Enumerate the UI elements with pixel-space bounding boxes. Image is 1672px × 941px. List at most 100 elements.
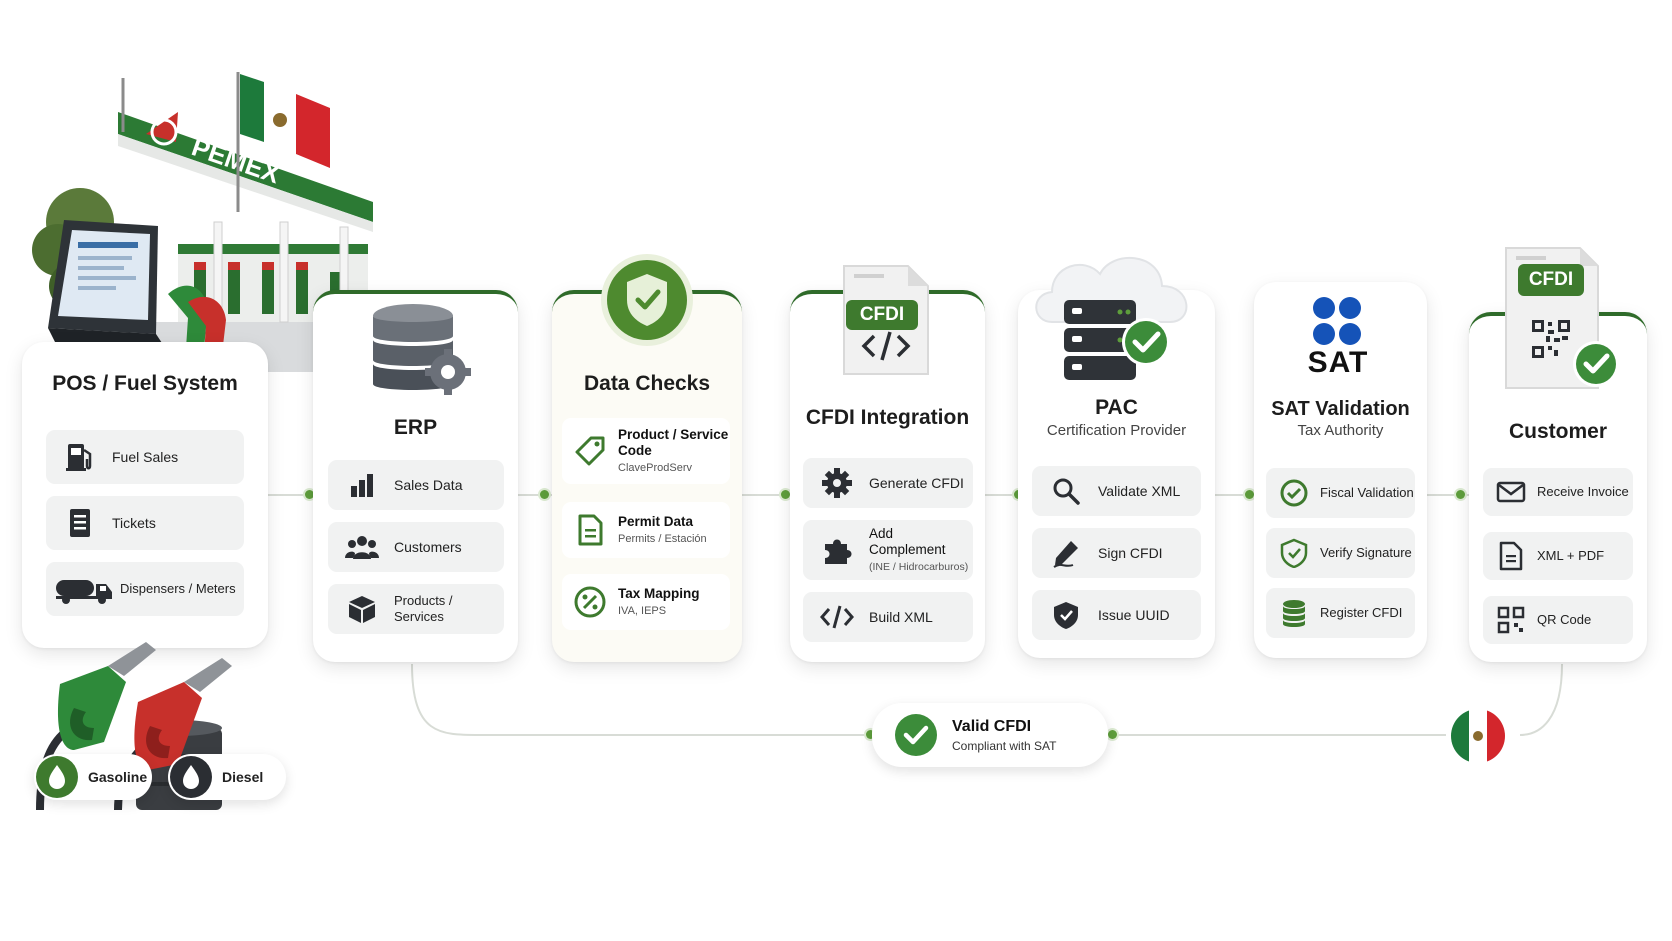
file-icon xyxy=(1491,536,1531,576)
cfdi-title: CFDI Integration xyxy=(805,406,970,429)
percent-icon xyxy=(570,582,610,622)
pac-item-label: Issue UUID xyxy=(1098,607,1170,623)
fuel-nozzles-illustration xyxy=(36,642,232,811)
sat-item-label: Verify Signature xyxy=(1320,545,1412,560)
erp-item-label: Sales Data xyxy=(394,477,463,493)
connector-dot xyxy=(305,490,314,499)
shield-check-badge-icon xyxy=(601,254,693,346)
customer-item-receive-invoice[interactable]: Receive Invoice xyxy=(1483,468,1633,516)
customer-cfdi-badge: CFDI xyxy=(1518,264,1584,296)
shield-check-icon xyxy=(1274,533,1314,573)
erp-item-customers[interactable]: Customers xyxy=(328,522,504,572)
pac-item-label: Validate XML xyxy=(1098,483,1181,499)
data-checks-title: Data Checks xyxy=(583,372,711,395)
cfdi-document-icon: CFDI xyxy=(838,262,932,378)
connector-dot xyxy=(1245,490,1254,499)
pac-item-sign-cfdi[interactable]: Sign CFDI xyxy=(1032,528,1201,578)
cfdi-item-build-xml[interactable]: Build XML xyxy=(803,592,973,642)
checks-item-label: Product / Service Code xyxy=(618,426,729,458)
puzzle-icon xyxy=(817,530,857,570)
tanker-truck-icon xyxy=(52,569,116,609)
checks-item-sub: IVA, IEPS xyxy=(618,604,667,617)
connector-dot xyxy=(781,490,790,499)
pos-item-label: Dispensers / Meters xyxy=(120,581,236,596)
sat-item-fiscal-validation[interactable]: Fiscal Validation xyxy=(1266,468,1415,518)
checks-item-permit-data[interactable]: Permit Data Permits / Estación xyxy=(562,502,730,558)
checks-item-tax-mapping[interactable]: Tax Mapping IVA, IEPS xyxy=(562,574,730,630)
pac-card: PAC Certification Provider Validate XML … xyxy=(1018,290,1215,658)
valid-cfdi-text: Valid CFDI Compliant with SAT xyxy=(952,718,1056,753)
customer-item-label: QR Code xyxy=(1537,612,1592,627)
fuel-diesel-pill[interactable]: Diesel xyxy=(168,754,286,800)
sat-logo: SAT xyxy=(1294,296,1390,379)
pac-item-issue-uuid[interactable]: Issue UUID xyxy=(1032,590,1201,640)
check-circle-icon xyxy=(1274,473,1314,513)
code-icon xyxy=(817,597,857,637)
pos-item-label: Fuel Sales xyxy=(112,449,179,465)
checks-item-text: Tax Mapping IVA, IEPS xyxy=(618,586,700,619)
database-icon xyxy=(1274,593,1314,633)
fuel-gasoline-pill[interactable]: Gasoline xyxy=(34,754,152,800)
cfdi-item-label: Add Complement xyxy=(869,525,946,557)
erp-item-products-services[interactable]: Products / Services xyxy=(328,584,504,634)
sat-logo-text: SAT xyxy=(1307,346,1369,379)
users-icon xyxy=(342,527,382,567)
cfdi-item-label: Build XML xyxy=(869,609,933,625)
cfdi-item-add-complement[interactable]: Add Complement (INE / Hidrocarburos) xyxy=(803,520,973,580)
gas-station-illustration: PEMEX xyxy=(32,72,388,372)
checks-item-label: Tax Mapping xyxy=(618,585,700,601)
erp-item-sales-data[interactable]: Sales Data xyxy=(328,460,504,510)
checks-item-sub: ClaveProdServ xyxy=(618,461,692,474)
receipt-icon xyxy=(60,503,100,543)
pac-item-validate-xml[interactable]: Validate XML xyxy=(1032,466,1201,516)
checks-item-text: Permit Data Permits / Estación xyxy=(618,514,707,547)
customer-item-label: XML + PDF xyxy=(1537,548,1605,563)
sat-subtitle: Tax Authority xyxy=(1297,422,1384,439)
tag-icon xyxy=(570,431,610,471)
pos-item-tickets[interactable]: Tickets xyxy=(46,496,244,550)
pos-item-dispensers-meters[interactable]: Dispensers / Meters xyxy=(46,562,244,616)
pac-title: PAC xyxy=(1095,396,1138,419)
connector-dot xyxy=(1456,490,1465,499)
checks-item-product-service-code[interactable]: Product / Service Code ClaveProdServ xyxy=(562,418,730,484)
pos-title: POS / Fuel System xyxy=(52,372,238,395)
pos-item-fuel-sales[interactable]: Fuel Sales xyxy=(46,430,244,484)
search-icon xyxy=(1046,471,1086,511)
cfdi-item-sub: (INE / Hidrocarburos) xyxy=(869,560,969,573)
sat-item-label: Register CFDI xyxy=(1320,605,1403,620)
sat-item-verify-signature[interactable]: Verify Signature xyxy=(1266,528,1415,578)
fuel-pump-icon xyxy=(60,437,100,477)
checks-item-sub: Permits / Estación xyxy=(618,532,707,545)
customer-item-qr-code[interactable]: QR Code xyxy=(1483,596,1633,644)
shield-icon xyxy=(1046,595,1086,635)
envelope-icon xyxy=(1491,472,1531,512)
erp-item-label: Products / Services xyxy=(394,593,453,624)
sat-item-label: Fiscal Validation xyxy=(1320,485,1414,500)
pos-item-label: Tickets xyxy=(112,515,156,531)
cfdi-badge: CFDI xyxy=(846,300,918,330)
connector-dot xyxy=(1108,730,1117,739)
bar-chart-icon xyxy=(342,465,382,505)
cfdi-item-label: Generate CFDI xyxy=(869,475,964,491)
checks-item-label: Permit Data xyxy=(618,513,694,529)
valid-cfdi-subtitle: Compliant with SAT xyxy=(952,738,1057,753)
cfdi-item-generate[interactable]: Generate CFDI xyxy=(803,458,973,508)
connector-dot xyxy=(866,730,875,739)
pac-subtitle: Certification Provider xyxy=(1046,422,1187,439)
valid-cfdi-result: Valid CFDI Compliant with SAT xyxy=(872,703,1108,767)
customer-item-xml-pdf[interactable]: XML + PDF xyxy=(1483,532,1633,580)
gear-icon xyxy=(817,463,857,503)
fuel-drop-icon xyxy=(170,756,212,798)
qr-icon xyxy=(1491,600,1531,640)
customer-title: Customer xyxy=(1508,420,1608,443)
fuel-gasoline-label: Gasoline xyxy=(88,769,148,785)
checks-item-text: Product / Service Code ClaveProdServ xyxy=(618,427,730,476)
sat-title: SAT Validation xyxy=(1271,398,1410,420)
erp-item-label: Customers xyxy=(394,539,462,555)
cfdi-item-text: Add Complement (INE / Hidrocarburos) xyxy=(869,526,973,575)
cloud-server-icon xyxy=(1035,256,1188,380)
pac-item-label: Sign CFDI xyxy=(1098,545,1163,561)
sat-item-register-cfdi[interactable]: Register CFDI xyxy=(1266,588,1415,638)
valid-cfdi-title: Valid CFDI xyxy=(952,717,1032,735)
